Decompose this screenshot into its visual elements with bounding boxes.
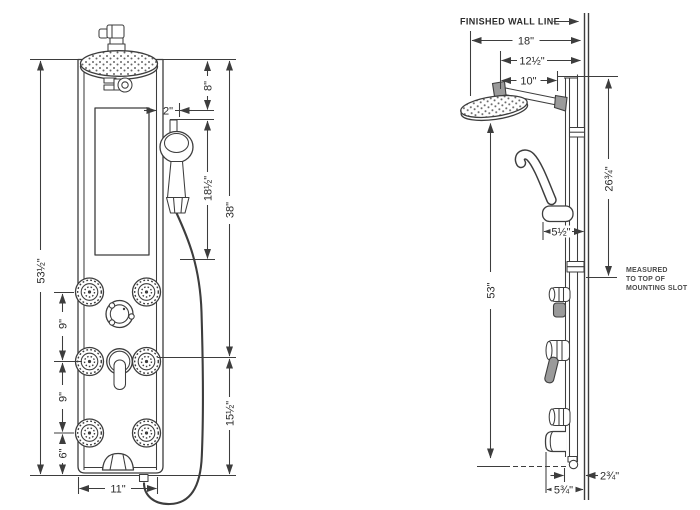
rain-shower-head-side	[460, 94, 529, 122]
body-jet	[131, 346, 162, 377]
diverter-knob-side	[552, 302, 567, 318]
dim-arm-reach: 10"	[520, 76, 536, 88]
diverter-knob	[105, 299, 135, 329]
dim-showerhead-height: 53"	[486, 282, 498, 298]
tub-spout-front	[101, 452, 135, 471]
body-jet	[74, 277, 105, 307]
dim-jet-gap-lower: 9"	[58, 392, 70, 402]
lever-handle	[106, 348, 133, 391]
arm-ball-joint	[491, 80, 507, 98]
dim-spout-reach: 5¾"	[554, 485, 573, 497]
dim-jet-gap-upper: 9"	[58, 319, 70, 329]
dim-handshower-to-hose: 18½"	[203, 176, 215, 201]
drain-outlet	[567, 455, 579, 470]
top-supply-valve	[98, 24, 126, 53]
dim-holder-reach: 5½"	[551, 227, 570, 239]
body-jet	[74, 418, 105, 448]
valve-side	[545, 339, 571, 362]
top-mounting-bracket	[568, 126, 586, 138]
hose-outlet	[138, 473, 149, 483]
dim-showerhead-center-reach: 12½"	[519, 56, 544, 68]
dim-panel-width: 11"	[110, 484, 125, 496]
dim-valve-to-bottom: 15½"	[225, 401, 237, 426]
body-jets-front	[74, 277, 162, 448]
body-jets-side	[544, 286, 571, 427]
lever-handle-side	[544, 356, 559, 384]
dim-showerhead-reach: 18"	[518, 36, 534, 48]
mounting-slot-bracket	[566, 260, 585, 273]
hand-shower-head	[159, 130, 194, 164]
dim-top-to-mounting-slot: 26¾"	[604, 166, 616, 191]
hand-shower-side	[514, 149, 574, 223]
body-jet	[131, 418, 162, 448]
hand-shower-front	[138, 119, 204, 506]
note-line-1: MEASURED	[626, 267, 668, 274]
head-supply-elbow	[103, 77, 133, 93]
panel-window	[94, 107, 150, 256]
hand-shower-holder	[165, 196, 190, 214]
hand-shower-handle	[166, 160, 187, 199]
side-view: FINISHED WALL LINE 18" 12½" 10" 5½"	[460, 13, 688, 500]
jet-side	[548, 286, 571, 303]
front-dimensions: 53½" 9" 9" 6" 2"	[32, 60, 237, 496]
rain-shower-head-front	[79, 50, 159, 80]
front-view: 53½" 9" 9" 6" 2"	[30, 24, 237, 506]
dim-overall-height: 53½"	[36, 258, 48, 283]
tub-spout-side	[544, 430, 566, 453]
body-jet	[131, 277, 162, 307]
jet-side	[548, 407, 571, 427]
hand-shower-hose	[142, 212, 204, 506]
dim-top-to-handshower: 8"	[203, 81, 215, 91]
side-dimensions: FINISHED WALL LINE 18" 12½" 10" 5½"	[460, 17, 688, 497]
note-line-3: MOUNTING SLOT	[626, 285, 688, 292]
note-line-2: TO TOP OF	[626, 276, 666, 283]
finished-wall-line-label: FINISHED WALL LINE	[460, 17, 560, 27]
mounting-slot-note: MEASURED TO TOP OF MOUNTING SLOT	[626, 267, 688, 292]
dim-top-to-valve: 38"	[225, 202, 237, 218]
dim-panel-to-wall: 2¾"	[600, 471, 619, 483]
shower-arm	[491, 80, 568, 112]
dim-jet-bottom-offset: 6"	[58, 448, 70, 458]
hand-shower-holder-side	[541, 205, 574, 223]
dim-handshower-offset: 2"	[163, 106, 173, 118]
arm-wall-connector	[553, 94, 568, 112]
